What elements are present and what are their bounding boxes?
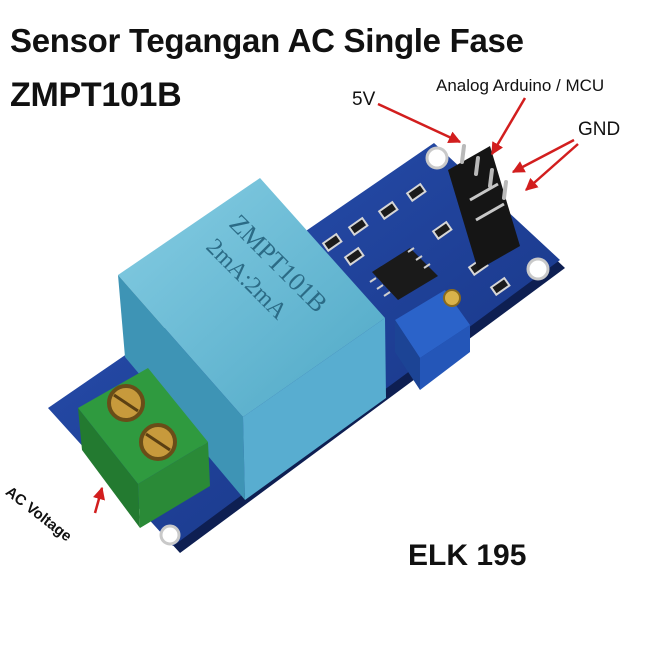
arrow-icon bbox=[92, 486, 105, 514]
arrow-icon bbox=[490, 97, 527, 156]
mount-hole bbox=[425, 146, 449, 170]
title-line-1: Sensor Tegangan AC Single Fase bbox=[10, 22, 524, 59]
smd-components bbox=[321, 182, 511, 300]
arrow-icon bbox=[377, 102, 462, 144]
opamp-chip bbox=[372, 248, 438, 300]
label-analog: Analog Arduino / MCU bbox=[436, 76, 605, 95]
mount-hole bbox=[159, 524, 181, 546]
mount-hole bbox=[526, 257, 550, 281]
title-line-2: ZMPT101B bbox=[10, 76, 182, 114]
potentiometer-icon bbox=[395, 289, 470, 390]
arrow-icon bbox=[511, 138, 575, 174]
seller-code: ELK 195 bbox=[408, 539, 527, 572]
label-gnd: GND bbox=[578, 119, 621, 140]
label-5v: 5V bbox=[352, 89, 376, 110]
arrow-icon bbox=[525, 143, 579, 191]
transformer: ZMPT101B 2mA:2mA bbox=[118, 178, 386, 500]
screw-terminal-icon bbox=[78, 368, 210, 528]
pin-header-icon bbox=[448, 144, 520, 270]
